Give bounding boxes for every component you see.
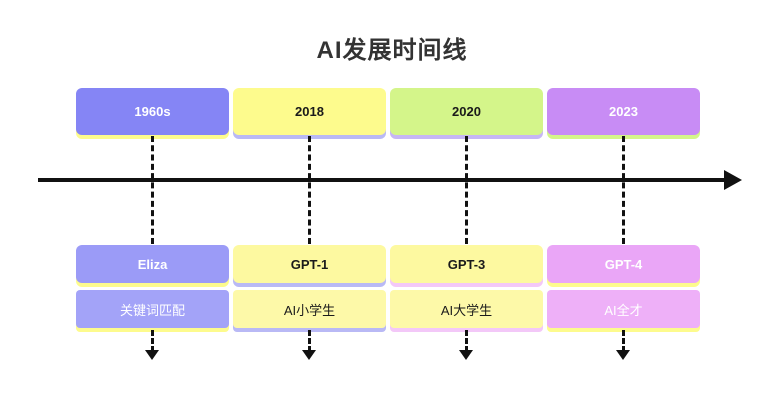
model-label: GPT-1 <box>290 256 329 272</box>
connector-dashed-lower <box>308 330 311 352</box>
description-label: AI全才 <box>604 302 643 318</box>
description-label: 关键词匹配 <box>119 302 185 318</box>
model-box[interactable]: GPT-4 <box>547 245 700 283</box>
connector-dashed-upper <box>308 136 311 244</box>
era-box[interactable]: 1960s <box>76 88 229 135</box>
description-box-group: AI小学生 <box>233 290 386 332</box>
era-label: 2020 <box>452 104 481 119</box>
connector-dashed-upper <box>622 136 625 244</box>
era-label: 2023 <box>609 104 638 119</box>
description-label: AI大学生 <box>440 302 493 318</box>
timeline-column: 2018 GPT-1 AI小学生 <box>233 0 386 406</box>
description-box[interactable]: AI大学生 <box>390 290 543 328</box>
model-label: GPT-4 <box>604 256 643 272</box>
era-label: 1960s <box>134 104 171 119</box>
connector-dashed-upper <box>465 136 468 244</box>
connector-dashed-upper <box>151 136 154 244</box>
era-label: 2018 <box>295 104 324 119</box>
description-label: AI小学生 <box>283 302 336 318</box>
timeline-axis-line <box>38 178 738 182</box>
era-box-group: 2018 <box>233 88 386 139</box>
model-box[interactable]: GPT-1 <box>233 245 386 283</box>
era-box-group: 1960s <box>76 88 229 139</box>
down-arrow-icon <box>302 350 316 360</box>
era-box[interactable]: 2018 <box>233 88 386 135</box>
page-title: AI发展时间线 <box>316 37 468 64</box>
model-box[interactable]: Eliza <box>76 245 229 283</box>
description-box-group: 关键词匹配 <box>76 290 229 332</box>
right-arrow-icon <box>724 170 742 190</box>
model-box-group: Eliza <box>76 245 229 287</box>
era-box[interactable]: 2023 <box>547 88 700 135</box>
description-box[interactable]: AI全才 <box>547 290 700 328</box>
connector-dashed-lower <box>465 330 468 352</box>
connector-dashed-lower <box>622 330 625 352</box>
model-box-group: GPT-3 <box>390 245 543 287</box>
model-box-group: GPT-1 <box>233 245 386 287</box>
model-label: GPT-3 <box>447 256 486 272</box>
down-arrow-icon <box>145 350 159 360</box>
connector-dashed-lower <box>151 330 154 352</box>
timeline-column: 1960s Eliza 关键词匹配 <box>76 0 229 406</box>
era-box[interactable]: 2020 <box>390 88 543 135</box>
description-box[interactable]: AI小学生 <box>233 290 386 328</box>
down-arrow-icon <box>459 350 473 360</box>
timeline-column: 2020 GPT-3 AI大学生 <box>390 0 543 406</box>
timeline-column: 2023 GPT-4 AI全才 <box>547 0 700 406</box>
model-box-group: GPT-4 <box>547 245 700 287</box>
model-label: Eliza <box>137 256 168 272</box>
description-box-group: AI全才 <box>547 290 700 332</box>
era-box-group: 2023 <box>547 88 700 139</box>
description-box[interactable]: 关键词匹配 <box>76 290 229 328</box>
model-box[interactable]: GPT-3 <box>390 245 543 283</box>
description-box-group: AI大学生 <box>390 290 543 332</box>
era-box-group: 2020 <box>390 88 543 139</box>
down-arrow-icon <box>616 350 630 360</box>
